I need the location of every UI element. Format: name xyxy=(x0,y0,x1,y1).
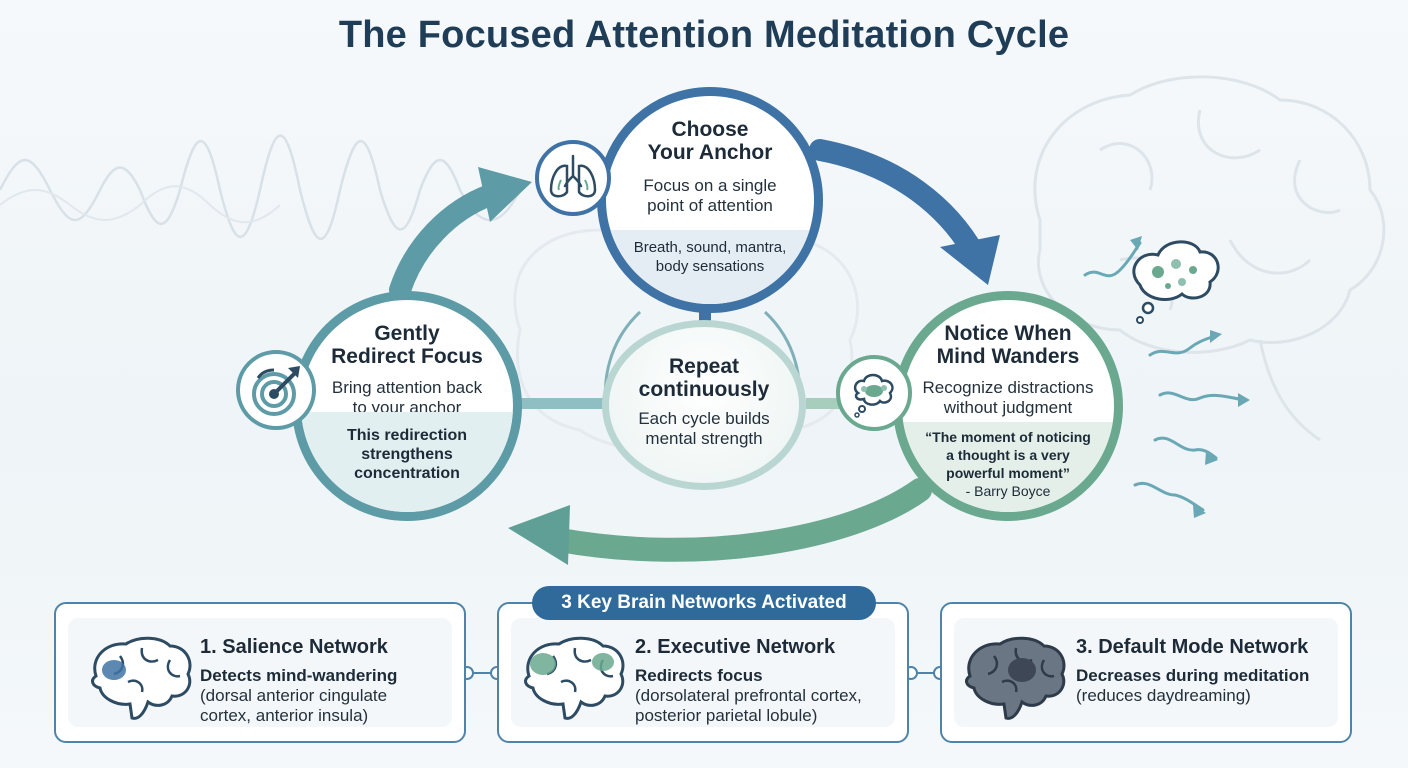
thought-cloud-icon xyxy=(1132,240,1220,324)
network-3-desc-1: (reduces daydreaming) xyxy=(1076,686,1251,705)
step-redirect-desc-1: Bring attention back xyxy=(331,378,483,397)
background-brain-faint xyxy=(513,214,860,454)
step-notice-quote: “The moment of noticing a thought is a v… xyxy=(902,422,1114,512)
network-card-salience: 1. Salience Network Detects mind-wanderi… xyxy=(54,602,466,743)
step-redirect-title-2: Redirect Focus xyxy=(331,345,483,368)
step-redirect-detail-1: This redirection xyxy=(346,427,468,444)
quote-line-2: a thought is a very xyxy=(946,447,1070,463)
center-title-1: Repeat xyxy=(668,355,740,378)
step-notice-desc-1: Recognize distractions xyxy=(922,378,1094,397)
network-1-desc-2: cortex, anterior insula) xyxy=(200,706,369,725)
step-anchor-desc-2: point of attention xyxy=(647,196,773,215)
arrow-notice-to-redirect xyxy=(548,478,932,562)
quote-attribution: - Barry Boyce xyxy=(965,483,1051,499)
network-3-title: 3. Default Mode Network xyxy=(1076,636,1309,658)
arrow-anchor-to-notice-head xyxy=(940,235,1000,285)
network-1-subtitle: Detects mind-wandering xyxy=(200,666,398,685)
network-1-title: 1. Salience Network xyxy=(200,636,388,658)
network-1-desc-1: (dorsal anterior cingulate xyxy=(200,686,388,705)
step-redirect-detail-2: strengthens xyxy=(361,446,453,463)
step-anchor-title-1: Choose xyxy=(671,118,749,141)
center-desc-2: mental strength xyxy=(645,429,763,448)
step-notice-desc-2: without judgment xyxy=(943,398,1073,417)
network-3-subtitle: Decreases during meditation xyxy=(1076,666,1310,685)
step-redirect-detail: This redirection strengthens concentrati… xyxy=(301,412,513,512)
step-notice-title-2: Mind Wanders xyxy=(936,345,1080,368)
step-redirect-focus: Gently Redirect Focus Bring attention ba… xyxy=(292,291,522,521)
lungs-icon xyxy=(549,154,597,198)
step-anchor-detail-1: Breath, sound, mantra, xyxy=(633,239,787,256)
lungs-icon-badge xyxy=(535,140,611,216)
distraction-arrowheads xyxy=(1130,236,1250,518)
network-card-executive: 2. Executive Network Redirects focus (do… xyxy=(497,602,909,743)
target-arrow-icon xyxy=(252,366,300,416)
brainwave-line-2 xyxy=(0,185,281,224)
arrow-anchor-to-notice xyxy=(809,139,986,266)
network-card-default-mode: 3. Default Mode Network Decreases during… xyxy=(940,602,1352,743)
quote-line-1: “The moment of noticing xyxy=(925,429,1091,445)
center-title-2: continuously xyxy=(638,378,770,401)
network-2-desc-1: (dorsolateral prefrontal cortex, xyxy=(635,686,862,705)
step-choose-anchor: Choose Your Anchor Focus on a single poi… xyxy=(597,87,823,313)
arrow-notice-to-redirect-head xyxy=(508,505,570,565)
background-brain-icon xyxy=(1033,75,1386,442)
brain-icon xyxy=(965,636,1066,720)
step-notice-wandering: Notice When Mind Wanders Recognize distr… xyxy=(893,291,1123,521)
step-notice-title-1: Notice When xyxy=(944,322,1072,345)
step-anchor-desc-1: Focus on a single xyxy=(643,176,777,195)
network-2-title: 2. Executive Network xyxy=(635,636,836,658)
arrow-redirect-to-anchor-head xyxy=(478,167,532,222)
brain-icon xyxy=(524,636,625,720)
arrow-redirect-to-anchor xyxy=(389,184,501,301)
page-title: The Focused Attention Meditation Cycle xyxy=(338,14,1070,56)
step-anchor-title-2: Your Anchor xyxy=(647,141,773,164)
step-redirect-title-1: Gently xyxy=(374,322,440,345)
step-anchor-detail-2: body sensations xyxy=(655,258,765,275)
brainwave-line xyxy=(0,134,522,240)
thought-icon-badge xyxy=(836,355,912,431)
target-icon-badge xyxy=(236,350,316,430)
step-anchor-detail: Breath, sound, mantra, body sensations xyxy=(606,230,814,304)
thought-cloud-icon xyxy=(853,373,894,418)
brain-icon xyxy=(91,636,192,720)
quote-line-3: powerful moment” xyxy=(946,465,1070,481)
networks-heading: 3 Key Brain Networks Activated xyxy=(532,586,876,620)
center-desc-1: Each cycle builds xyxy=(638,409,770,428)
network-2-subtitle: Redirects focus xyxy=(635,666,763,685)
step-redirect-detail-3: concentration xyxy=(354,465,460,482)
network-2-desc-2: posterior parietal lobule) xyxy=(635,706,818,725)
connector-left xyxy=(515,398,607,409)
cycle-center-repeat: Repeat continuously Each cycle builds me… xyxy=(602,320,806,490)
